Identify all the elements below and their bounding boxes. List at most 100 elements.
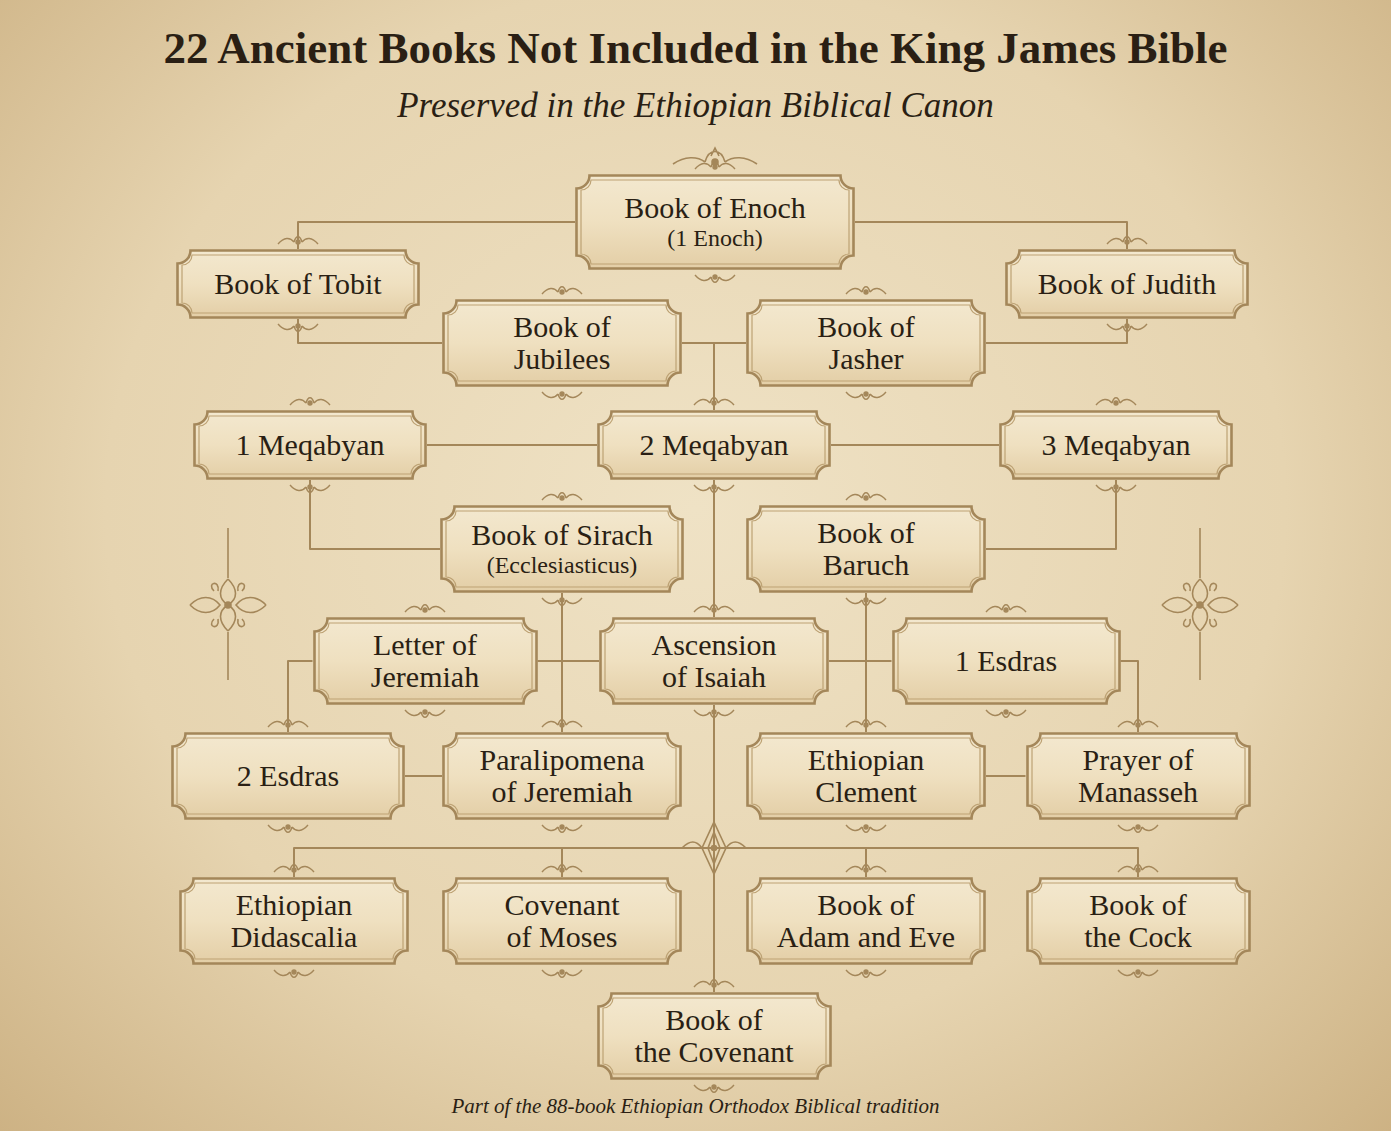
box-border [599, 412, 830, 479]
box-border [314, 619, 536, 704]
box-border [748, 301, 985, 386]
box-border [748, 879, 985, 964]
box-border [1027, 734, 1249, 819]
box-inner-border [581, 180, 849, 264]
box-flourish [846, 392, 886, 399]
box-border [1001, 412, 1232, 479]
book-name: 1 Meqabyan [215, 429, 405, 461]
box-flourish [846, 287, 886, 294]
flourish-stroke [694, 1085, 734, 1092]
box-inner-border [603, 416, 825, 474]
box-inner-border [752, 738, 980, 814]
flourish-dot [864, 496, 868, 500]
book-name: Book of Jubilees [477, 311, 647, 375]
book-name: Prayer of Manasseh [1051, 744, 1226, 808]
flourish-stroke [542, 392, 582, 399]
flourish-dot [560, 392, 564, 396]
book-box: 1 Esdras [892, 617, 1121, 705]
book-box: Paralipomena of Jeremiah [442, 732, 682, 820]
connector [829, 660, 892, 662]
side-ornament-left [190, 528, 266, 680]
flourish-dot [864, 392, 868, 396]
flourish-stroke [695, 162, 735, 169]
box-flourish [542, 493, 582, 500]
box-border [1027, 879, 1249, 964]
flourish-stroke [846, 825, 886, 832]
book-name: Ascension of Isaiah [627, 629, 802, 693]
book-box: Book of Jasher [746, 299, 986, 387]
connector [831, 444, 999, 446]
flourish-dot [1136, 825, 1140, 829]
book-box: 2 Meqabyan [597, 410, 831, 480]
book-name: Ethiopian Clement [776, 744, 956, 808]
box-flourish [986, 605, 1026, 612]
box-inner-border [1032, 738, 1245, 814]
box-inner-border [448, 883, 676, 959]
box-border [442, 507, 683, 592]
flourish-dot [560, 970, 564, 974]
book-box: 2 Esdras [171, 732, 405, 820]
book-box: Book of Baruch [746, 505, 986, 593]
box-flourish [846, 825, 886, 832]
flourish-stroke [986, 605, 1026, 612]
flourish-stroke [695, 275, 735, 282]
box-inner-border [448, 738, 676, 814]
flourish-stroke [986, 710, 1026, 717]
box-border [444, 301, 681, 386]
book-box: Book of Tobit [176, 249, 420, 319]
flourish-stroke [1118, 970, 1158, 977]
box-border [1007, 251, 1248, 318]
connector [405, 775, 442, 777]
box-flourish [846, 493, 886, 500]
book-name: Book of Judith [1027, 268, 1227, 300]
connector [1121, 661, 1139, 732]
box-inner-border [446, 511, 678, 587]
flourish-stroke [290, 398, 330, 405]
box-flourish [542, 392, 582, 399]
book-name: Book of Adam and Eve [774, 889, 959, 953]
box-border [178, 251, 419, 318]
book-box: Book of Enoch(1 Enoch) [575, 174, 855, 270]
book-box: Book of Sirach(Ecclesiasticus) [440, 505, 684, 593]
flourish-stroke [268, 825, 308, 832]
connector [682, 343, 714, 410]
connector [986, 480, 1116, 549]
connector [713, 480, 715, 617]
book-name: Book of the Covenant [627, 1004, 802, 1068]
box-inner-border [177, 738, 399, 814]
connector [310, 480, 440, 549]
box-flourish [1118, 970, 1158, 977]
flourish-dot [1114, 401, 1118, 405]
flourish-stroke [542, 970, 582, 977]
flourish-stroke [846, 970, 886, 977]
book-name: Covenant of Moses [472, 889, 652, 953]
book-box: Book of the Cock [1026, 877, 1251, 965]
box-border [444, 879, 681, 964]
flourish-dot [560, 496, 564, 500]
box-flourish [542, 825, 582, 832]
connector [986, 775, 1026, 777]
flourish-stroke [405, 605, 445, 612]
flourish-dot [864, 290, 868, 294]
book-name: Book of Sirach [462, 519, 662, 551]
box-flourish [1096, 398, 1136, 405]
box-flourish [695, 275, 735, 282]
flourish-dot [292, 970, 296, 974]
box-inner-border [199, 416, 421, 474]
book-name: Letter of Jeremiah [340, 629, 510, 693]
flourish-dot [1136, 970, 1140, 974]
book-box: Covenant of Moses [442, 877, 682, 965]
book-name: Book of Baruch [781, 517, 951, 581]
box-flourish [986, 710, 1026, 717]
box-flourish [274, 970, 314, 977]
flourish-stroke [846, 493, 886, 500]
flourish-dot [1004, 710, 1008, 714]
subtitle: Preserved in the Ethiopian Biblical Cano… [0, 86, 1391, 126]
book-name: Book of Tobit [198, 268, 398, 300]
flourish-stroke [846, 287, 886, 294]
flourish-stroke [542, 287, 582, 294]
flourish-dot [286, 825, 290, 829]
flourish-dot [560, 290, 564, 294]
connector [714, 343, 746, 410]
flourish-dot [864, 825, 868, 829]
